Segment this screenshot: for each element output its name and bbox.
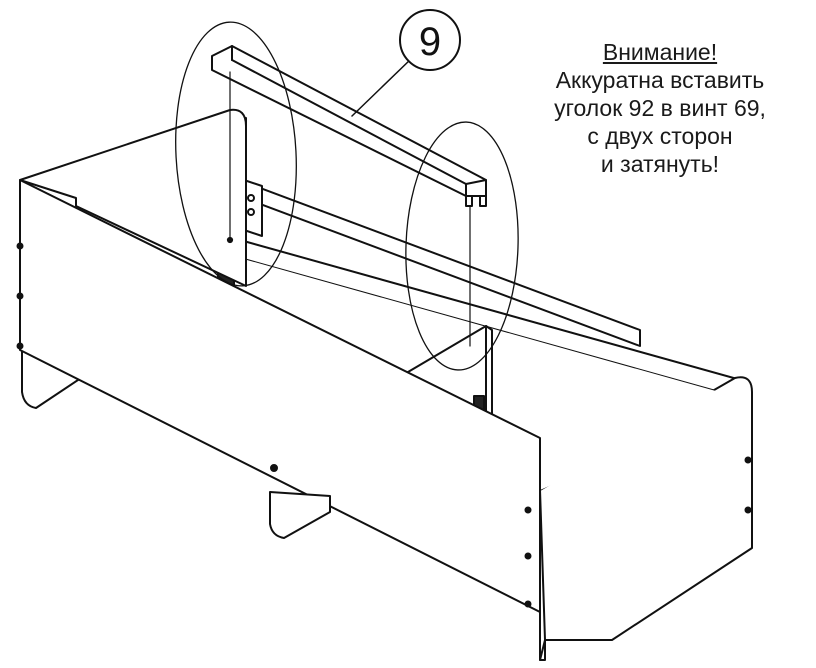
warning-line-2: уголок 92 в винт 69, — [554, 95, 766, 121]
warning-line-1: Аккуратна вставить — [555, 67, 765, 93]
right-end-panel — [539, 376, 753, 661]
assembly-warning-note: Внимание! Аккуратна вставить уголок 92 в… — [500, 38, 816, 178]
warning-line-3: с двух сторон — [587, 123, 733, 149]
warning-title: Внимание! — [602, 39, 718, 65]
part-number-label: 9 — [419, 20, 441, 64]
front-long-panel — [16, 179, 752, 613]
left-end-panel — [19, 108, 247, 409]
part-callout: 9 — [351, 9, 461, 117]
part-9-cross-bar — [211, 45, 487, 207]
assembly-guides — [226, 71, 471, 347]
detail-ellipses — [175, 21, 519, 371]
warning-line-4: и затянуть! — [600, 151, 720, 177]
support-legs — [269, 491, 331, 539]
